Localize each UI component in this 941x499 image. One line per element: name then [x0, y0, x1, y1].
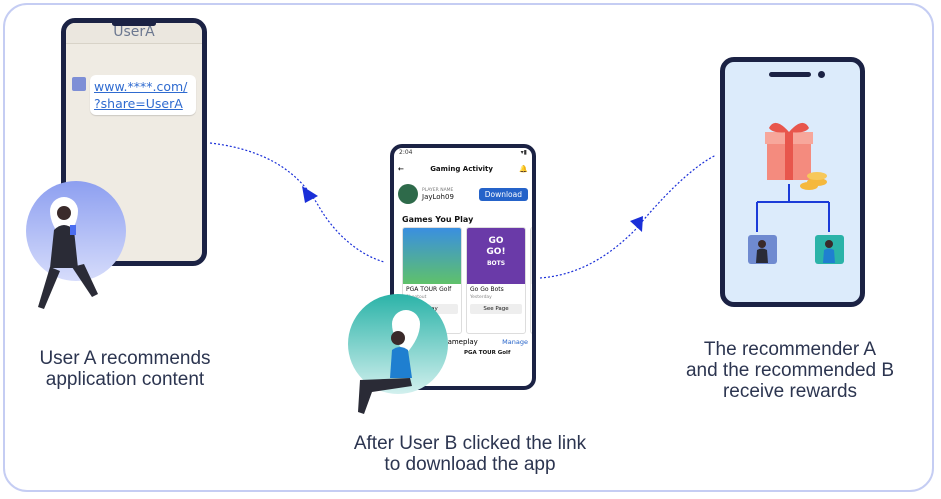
status-bar: 2:04 ▾▮: [394, 148, 532, 161]
phone-user-b: 2:04 ▾▮ ← Gaming Activity 🔔 PLAYER NAME …: [390, 144, 536, 390]
status-icons: ▾▮: [520, 149, 527, 156]
caption-b-line1: After User B clicked the link: [353, 433, 587, 454]
game2-button[interactable]: See Page: [470, 304, 522, 314]
recommender-a-avatar: [748, 235, 777, 264]
share-link-line1: www.****.com/: [94, 79, 188, 94]
player-info: PLAYER NAME JayLoh09: [422, 188, 479, 201]
caption-a-line2: application content: [45, 369, 205, 390]
caption-user-b: After User B clicked the link to downloa…: [320, 433, 620, 475]
caption-a-line1: User A recommends: [39, 348, 211, 369]
share-link-line2: ?share=UserA: [94, 96, 183, 111]
phone-speaker: [769, 72, 811, 77]
app-top-bar: ← Gaming Activity 🔔: [394, 161, 532, 177]
player-row: PLAYER NAME JayLoh09 Download: [394, 177, 532, 211]
user-a-illustration: [26, 181, 126, 309]
user-a-body: [50, 225, 78, 268]
game2-sub: Yesterday: [470, 295, 492, 300]
phone-camera: [818, 71, 825, 78]
arrow-path-a-to-b: [209, 142, 385, 263]
sender-avatar: [72, 77, 86, 91]
game3-image: [531, 228, 532, 284]
connector-lines: [756, 184, 830, 232]
game1-image: [403, 228, 461, 284]
phone-rewards: [720, 57, 865, 307]
phone-speaker: [112, 23, 156, 26]
games-section-title: Games You Play: [402, 215, 474, 224]
player-name: JayLoh09: [422, 192, 454, 201]
game1-name: PGA TOUR Golf: [406, 286, 452, 293]
message-bubble: www.****.com/ ?share=UserA: [90, 75, 196, 115]
user-b-illustration: [348, 294, 448, 414]
recommended-b-avatar: [815, 235, 844, 264]
player-label: PLAYER NAME: [422, 187, 454, 193]
game-card[interactable]: GO GO! BOTS Go Go Bots Yesterday See Pag…: [466, 227, 526, 334]
game2-name: Go Go Bots: [470, 286, 504, 293]
manage-link[interactable]: Manage: [502, 338, 528, 346]
download-button[interactable]: Download: [478, 187, 528, 201]
arrow-head-a-to-b: [302, 186, 318, 203]
chat-header: UserA: [66, 23, 202, 44]
game2-logo-line1: GO: [488, 236, 504, 246]
user-b-body: [390, 347, 412, 378]
caption-c-line1: The recommender A: [703, 339, 877, 360]
arrow-head-b-to-c: [630, 216, 643, 232]
caption-rewards: The recommender A and the recommended B …: [665, 339, 915, 402]
game3-sub: Ba: [531, 293, 532, 302]
user-a-leg-right: [72, 264, 98, 297]
user-b-legs: [358, 378, 412, 414]
recent-game: PGA TOUR Golf: [464, 350, 511, 356]
game-card[interactable]: Co Ba: [530, 227, 532, 334]
game2-logo-line3: BOTS: [486, 260, 506, 267]
user-a-phone-icon: [70, 225, 76, 235]
arrow-path-b-to-c: [539, 154, 717, 279]
chat-title: UserA: [113, 24, 155, 40]
caption-c-line3: receive rewards: [722, 381, 858, 402]
caption-b-line2: to download the app: [384, 454, 556, 475]
reward-diagram: [756, 122, 830, 232]
user-a-leg-left: [38, 267, 60, 309]
user-b-head: [391, 331, 405, 345]
screen-title: Gaming Activity: [430, 165, 493, 173]
bell-icon[interactable]: 🔔: [519, 165, 528, 173]
player-avatar: [398, 184, 418, 204]
user-a-head: [57, 206, 71, 220]
caption-user-a: User A recommends application content: [20, 348, 230, 390]
caption-c-line2: and the recommended B: [685, 360, 895, 381]
game2-image: GO GO! BOTS: [467, 228, 525, 284]
game3-name: Co: [531, 284, 532, 293]
share-link[interactable]: www.****.com/ ?share=UserA: [90, 75, 196, 112]
status-time: 2:04: [399, 149, 413, 156]
game2-logo-line2: GO!: [486, 247, 506, 257]
back-arrow-icon[interactable]: ←: [398, 165, 404, 173]
